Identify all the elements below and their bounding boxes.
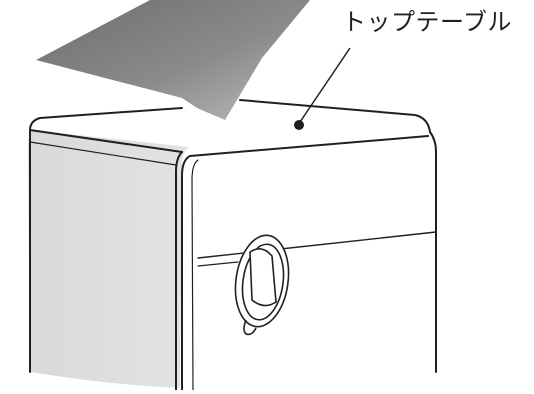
press-arrow [36, 0, 310, 120]
front-knob [234, 234, 290, 336]
callout-dot [294, 120, 304, 130]
front-panel [182, 134, 436, 390]
callout-leader [299, 47, 351, 123]
callout-label-top-table: トップテーブル [342, 8, 513, 36]
side-panel [28, 130, 190, 388]
